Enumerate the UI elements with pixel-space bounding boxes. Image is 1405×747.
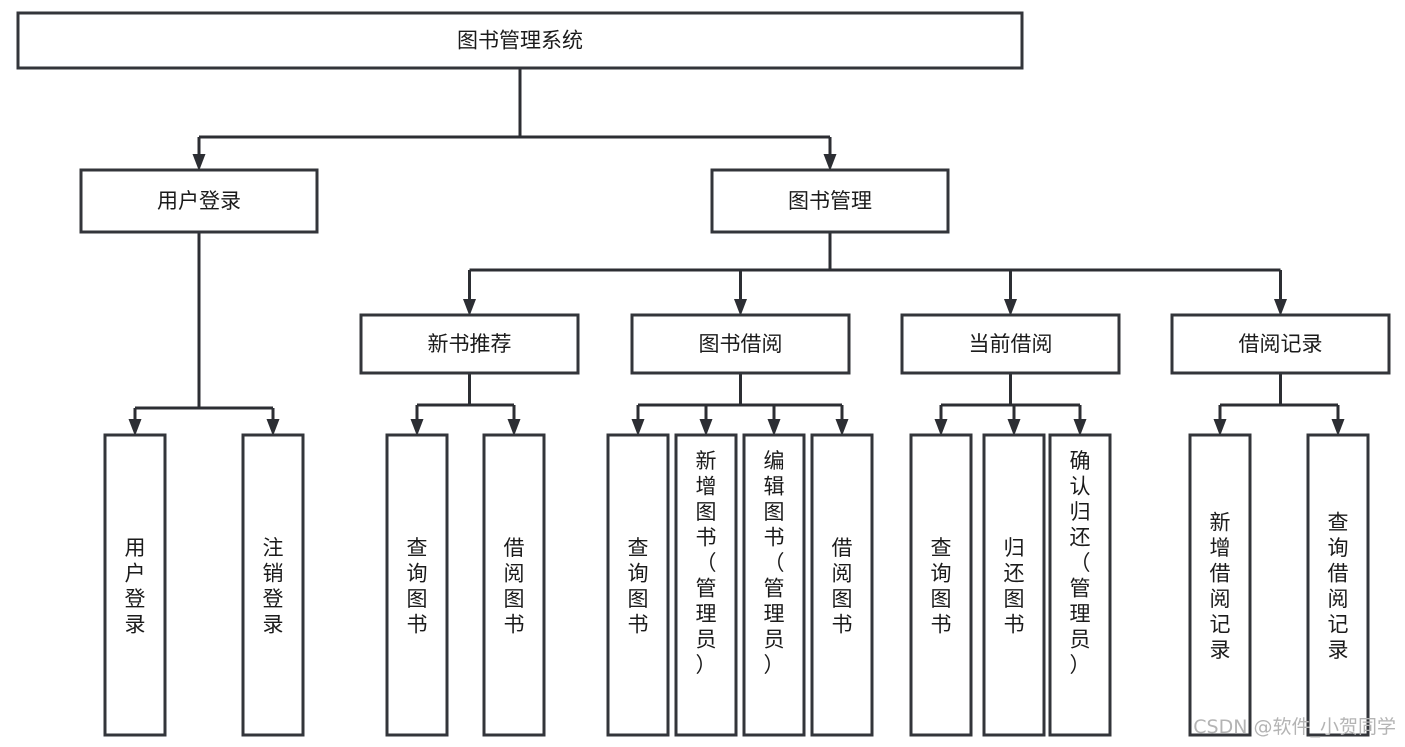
- node-book-borrow[interactable]: 图书借阅: [630, 313, 851, 375]
- node-label-borrow-record: 借阅记录: [1239, 332, 1323, 356]
- node-box-book-borrow: [630, 313, 851, 375]
- node-label-leaf-query-book-rec: 查询图书: [407, 536, 428, 637]
- node-leaf-confirm-return[interactable]: 确认归还（管理员）: [1048, 433, 1112, 737]
- node-label-leaf-return-book: 归还图书: [1004, 536, 1025, 637]
- node-box-leaf-query-book-borrow: [606, 433, 670, 737]
- node-box-leaf-confirm-return: [1048, 433, 1112, 737]
- node-label-root: 图书管理系统: [457, 29, 583, 53]
- node-box-leaf-query-book-rec: [385, 433, 449, 737]
- arrow-head-icon: [934, 419, 948, 436]
- node-box-user-login: [79, 168, 319, 234]
- node-leaf-query-record[interactable]: 查询借阅记录: [1306, 433, 1370, 737]
- node-label-new-book-rec: 新书推荐: [428, 332, 512, 356]
- node-box-leaf-logout: [241, 433, 305, 737]
- node-leaf-add-record[interactable]: 新增借阅记录: [1188, 433, 1252, 737]
- node-leaf-query-book-borrow[interactable]: 查询图书: [606, 433, 670, 737]
- node-leaf-query-book-current[interactable]: 查询图书: [909, 433, 973, 737]
- arrow-head-icon: [734, 299, 747, 316]
- node-box-leaf-borrow-book-rec: [482, 433, 546, 737]
- arrow-head-icon: [266, 419, 280, 436]
- arrow-head-icon: [1004, 299, 1017, 316]
- csdn-watermark: CSDN @软件_小贺同学: [1193, 716, 1396, 738]
- arrow-head-icon: [823, 154, 837, 171]
- node-label-leaf-edit-book: 编辑图书（管理员）: [764, 449, 785, 677]
- arrow-head-icon: [1213, 419, 1227, 436]
- node-label-leaf-add-record: 新增借阅记录: [1210, 511, 1231, 663]
- node-current-borrow[interactable]: 当前借阅: [900, 313, 1121, 375]
- node-box-leaf-borrow-book: [810, 433, 874, 737]
- node-box-current-borrow: [900, 313, 1121, 375]
- node-box-book-manage: [710, 168, 950, 234]
- node-box-leaf-query-record: [1306, 433, 1370, 737]
- node-leaf-edit-book[interactable]: 编辑图书（管理员）: [742, 433, 806, 737]
- arrow-head-icon: [631, 419, 645, 436]
- node-box-leaf-query-book-current: [909, 433, 973, 737]
- connectors-layer: [128, 68, 1345, 436]
- node-new-book-rec[interactable]: 新书推荐: [359, 313, 580, 375]
- node-label-book-borrow: 图书借阅: [699, 332, 783, 356]
- arrow-head-icon: [463, 299, 476, 316]
- node-label-leaf-borrow-book-rec: 借阅图书: [504, 536, 525, 637]
- node-leaf-query-book-rec[interactable]: 查询图书: [385, 433, 449, 737]
- node-box-leaf-add-record: [1188, 433, 1252, 737]
- arrow-head-icon: [410, 419, 424, 436]
- node-leaf-return-book[interactable]: 归还图书: [982, 433, 1046, 737]
- node-user-login[interactable]: 用户登录: [79, 168, 319, 234]
- arrow-head-icon: [1007, 419, 1021, 436]
- node-root[interactable]: 图书管理系统: [16, 11, 1024, 70]
- node-label-leaf-add-book: 新增图书（管理员）: [696, 449, 717, 677]
- node-leaf-borrow-book-rec[interactable]: 借阅图书: [482, 433, 546, 737]
- arrow-head-icon: [192, 154, 206, 171]
- node-box-leaf-user-login: [103, 433, 167, 737]
- node-label-leaf-query-book-current: 查询图书: [931, 536, 952, 637]
- arrow-head-icon: [699, 419, 713, 436]
- node-label-leaf-query-book-borrow: 查询图书: [628, 536, 649, 637]
- arrow-head-icon: [1274, 299, 1287, 316]
- node-box-new-book-rec: [359, 313, 580, 375]
- arrow-head-icon: [507, 419, 521, 436]
- arrow-head-icon: [767, 419, 781, 436]
- node-box-root: [16, 11, 1024, 70]
- node-label-leaf-query-record: 查询借阅记录: [1328, 511, 1349, 663]
- node-box-leaf-edit-book: [742, 433, 806, 737]
- node-leaf-borrow-book[interactable]: 借阅图书: [810, 433, 874, 737]
- node-leaf-logout[interactable]: 注销登录: [241, 433, 305, 737]
- node-borrow-record[interactable]: 借阅记录: [1170, 313, 1391, 375]
- nodes-layer: 图书管理系统用户登录图书管理新书推荐图书借阅当前借阅借阅记录用户登录注销登录查询…: [16, 11, 1391, 737]
- node-label-leaf-confirm-return: 确认归还（管理员）: [1070, 449, 1091, 677]
- node-label-leaf-borrow-book: 借阅图书: [832, 536, 853, 637]
- arrow-head-icon: [128, 419, 142, 436]
- node-box-borrow-record: [1170, 313, 1391, 375]
- arrow-head-icon: [835, 419, 849, 436]
- node-label-current-borrow: 当前借阅: [969, 332, 1053, 356]
- node-label-leaf-user-login: 用户登录: [125, 536, 146, 637]
- node-box-leaf-return-book: [982, 433, 1046, 737]
- arrow-head-icon: [1073, 419, 1087, 436]
- node-book-manage[interactable]: 图书管理: [710, 168, 950, 234]
- node-label-book-manage: 图书管理: [788, 189, 872, 213]
- node-label-user-login: 用户登录: [157, 189, 241, 213]
- arrow-head-icon: [1331, 419, 1345, 436]
- node-leaf-add-book[interactable]: 新增图书（管理员）: [674, 433, 738, 737]
- node-box-leaf-add-book: [674, 433, 738, 737]
- node-label-leaf-logout: 注销登录: [263, 536, 284, 637]
- node-leaf-user-login[interactable]: 用户登录: [103, 433, 167, 737]
